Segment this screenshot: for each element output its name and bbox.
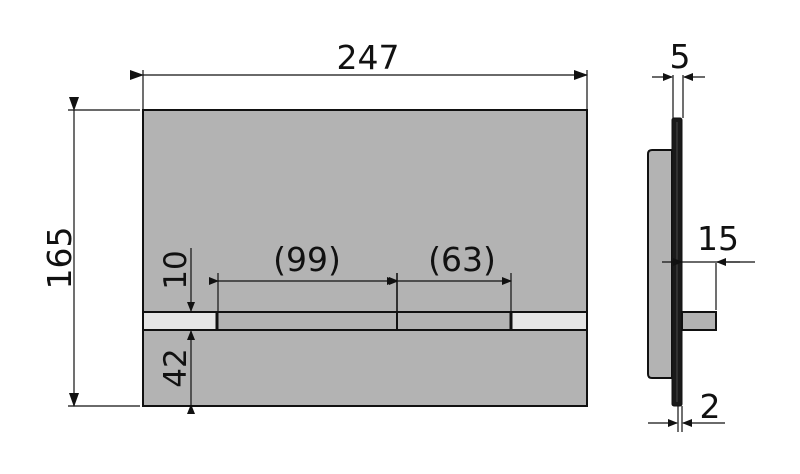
- button-large[interactable]: [216, 311, 398, 331]
- button-small-label: (63): [428, 240, 496, 279]
- dimension-thickness: 5: [652, 37, 705, 118]
- dimension-height: 165: [40, 97, 140, 407]
- dimension-bottom-offset: 42: [158, 330, 195, 414]
- dimension-strip: 10: [158, 248, 195, 312]
- frame-thickness-label: 2: [700, 387, 721, 426]
- button-large-label: (99): [273, 240, 341, 279]
- side-frame-body: [647, 149, 673, 379]
- side-button: [681, 311, 717, 331]
- dimension-frame-thickness: 2: [648, 387, 725, 432]
- button-small[interactable]: [396, 311, 512, 331]
- front-view: [142, 109, 588, 407]
- strip-height-label: 10: [158, 250, 194, 289]
- dimension-buttons: (99) (63): [209, 240, 512, 312]
- dimension-projection: 15: [662, 219, 755, 310]
- projection-label: 15: [697, 219, 739, 258]
- thickness-label: 5: [670, 37, 691, 76]
- dimension-width: 247: [130, 38, 588, 110]
- bottom-offset-label: 42: [158, 348, 194, 387]
- plate-body: [142, 109, 588, 407]
- height-label: 165: [40, 227, 79, 290]
- side-view: [647, 117, 717, 407]
- width-label: 247: [337, 38, 400, 77]
